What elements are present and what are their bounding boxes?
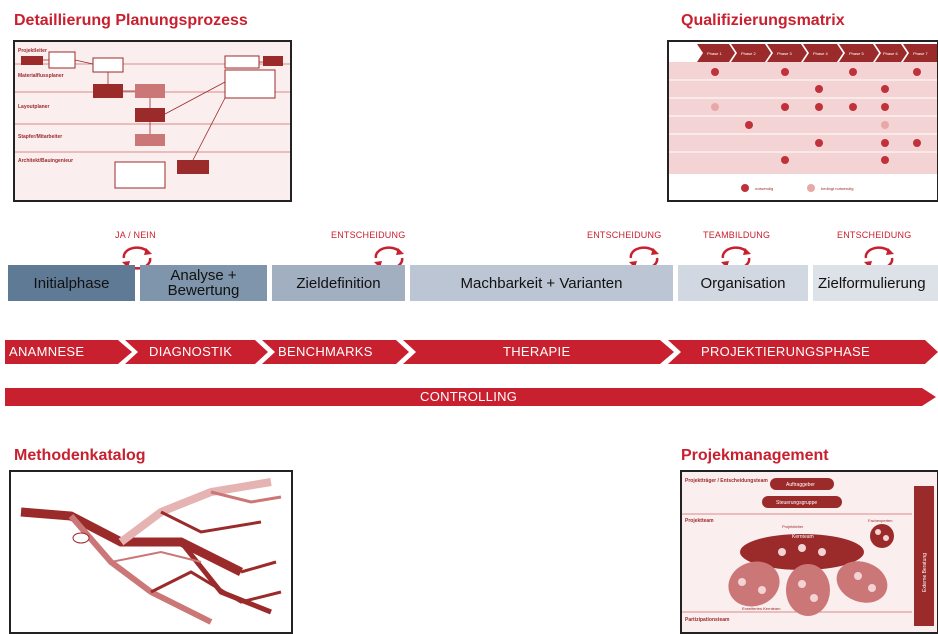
pm-label: Projektleiter xyxy=(782,524,804,529)
phase-initial[interactable]: Initialphase xyxy=(8,265,135,301)
lane-label: Architekt/Bauingenieur xyxy=(18,158,73,164)
decision-label: ENTSCHEIDUNG xyxy=(837,230,912,240)
phase-label: Organisation xyxy=(700,274,786,292)
pm-pill: Steuerungsgruppe xyxy=(776,500,817,506)
matrix-diagram: Phase 1 Phase 2 Phase 3 Phase 4 Phase 5 … xyxy=(669,42,937,200)
heading-matrix: Qualifizierungsmatrix xyxy=(681,12,845,29)
controlling-label: CONTROLLING xyxy=(420,389,518,404)
controlling-arrow xyxy=(5,388,936,406)
phase-zielformulierung[interactable]: Zielformulierung xyxy=(813,265,938,301)
matrix-col: Phase 6 xyxy=(883,51,898,56)
process-arrows xyxy=(5,340,938,364)
lane-label: Materialflussplaner xyxy=(18,73,64,79)
arrow-anamnese: ANAMNESE xyxy=(9,344,85,359)
decision-label: ENTSCHEIDUNG xyxy=(331,230,406,240)
matrix-legend: notwendig xyxy=(755,186,773,191)
pm-side-bar-label: Externe Beratung xyxy=(922,553,928,592)
heading-methods: Methodenkatalog xyxy=(14,447,146,464)
phase-label: Zielformulierung xyxy=(818,274,926,292)
methods-catalog-thumbnail[interactable] xyxy=(9,470,293,634)
phase-label: Initialphase xyxy=(33,274,110,292)
methods-flow-diagram xyxy=(11,472,291,632)
pm-label: Erweitertes Kernteam xyxy=(742,606,781,611)
phase-label: Zieldefinition xyxy=(296,274,381,292)
phase-label: Analyse +Bewertung xyxy=(167,267,240,299)
matrix-col: Phase 2 xyxy=(741,51,756,56)
heading-detail: Detaillierung Planungsprozess xyxy=(14,12,248,29)
arrow-projektierungsphase: PROJEKTIERUNGSPHASE xyxy=(701,344,870,359)
matrix-header: Phase 1 Phase 2 Phase 3 Phase 4 Phase 5 … xyxy=(697,44,937,62)
matrix-col: Phase 5 xyxy=(849,51,864,56)
pm-pill: Auftraggeber xyxy=(786,482,815,488)
pm-section-label: Projektteam xyxy=(685,518,714,524)
arrow-benchmarks: BENCHMARKS xyxy=(278,344,373,359)
matrix-col: Phase 3 xyxy=(777,51,792,56)
phase-organisation[interactable]: Organisation xyxy=(678,265,808,301)
decision-label: TEAMBILDUNG xyxy=(703,230,771,240)
matrix-col: Phase 4 xyxy=(813,51,828,56)
phase-machbarkeit[interactable]: Machbarkeit + Varianten xyxy=(410,265,673,301)
pm-section-label: Partizipationsteam xyxy=(685,617,730,623)
phase-label: Machbarkeit + Varianten xyxy=(460,274,623,292)
arrow-diagnostik: DIAGNOSTIK xyxy=(149,344,233,359)
arrow-therapie: THERAPIE xyxy=(503,344,571,359)
pm-organization-diagram: Projektträger / Entscheidungsteam Projek… xyxy=(682,472,937,632)
swimlane-diagram: Projektleiter Materialflussplaner Layout… xyxy=(15,42,290,200)
pm-core: Kernteam xyxy=(792,534,814,540)
pm-section-label: Projektträger / Entscheidungsteam xyxy=(685,478,768,484)
project-management-thumbnail[interactable]: Projektträger / Entscheidungsteam Projek… xyxy=(680,470,938,634)
decision-label: ENTSCHEIDUNG xyxy=(587,230,662,240)
detail-process-thumbnail[interactable]: Projektleiter Materialflussplaner Layout… xyxy=(13,40,292,202)
matrix-col: Phase 1 xyxy=(707,51,722,56)
pm-label: Fachexperten xyxy=(868,518,892,523)
lane-label: Stapfer/Mitarbeiter xyxy=(18,134,62,140)
phase-analyse[interactable]: Analyse +Bewertung xyxy=(140,265,267,301)
decision-label: JA / NEIN xyxy=(115,230,156,240)
heading-pm: Projekmanagement xyxy=(681,447,829,464)
qualification-matrix-thumbnail[interactable]: Phase 1 Phase 2 Phase 3 Phase 4 Phase 5 … xyxy=(667,40,938,202)
phase-zieldefinition[interactable]: Zieldefinition xyxy=(272,265,405,301)
lane-label: Projektleiter xyxy=(18,48,47,54)
lane-label: Layoutplaner xyxy=(18,104,49,110)
matrix-legend: bedingt notwendig xyxy=(821,186,853,191)
matrix-col: Phase 7 xyxy=(913,51,928,56)
